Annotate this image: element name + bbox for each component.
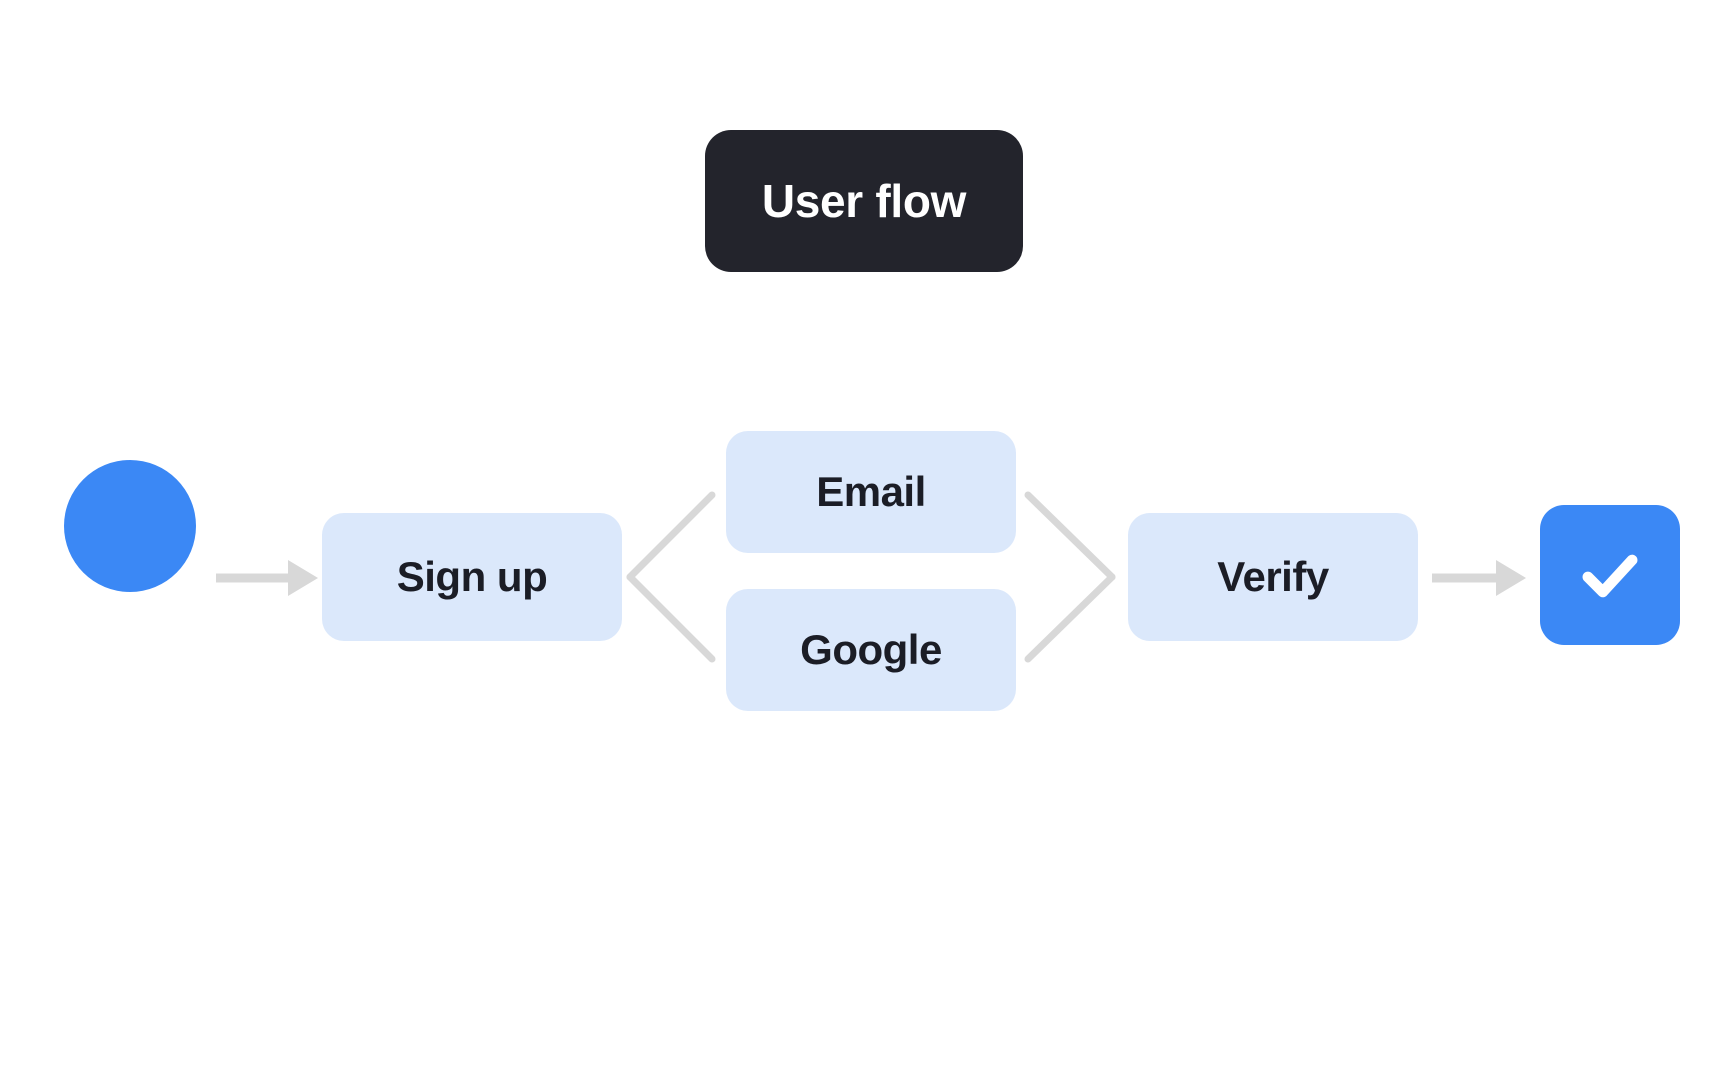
flow-node-signup-label: Sign up — [396, 553, 548, 600]
connector-verify-to-end — [1432, 560, 1526, 596]
connector-start-to-signup — [216, 560, 318, 596]
end-node[interactable] — [1540, 505, 1680, 645]
flow-node-email[interactable]: Email — [726, 431, 1016, 553]
flow-node-google[interactable]: Google — [726, 589, 1016, 711]
connector-merge-to-verify — [1024, 491, 1116, 663]
start-node[interactable] — [64, 460, 196, 592]
flow-node-verify[interactable]: Verify — [1128, 513, 1418, 641]
flow-node-signup[interactable]: Sign up — [322, 513, 622, 641]
title-badge-label: User flow — [761, 175, 967, 227]
check-icon — [1582, 554, 1638, 598]
flow-node-verify-label: Verify — [1217, 553, 1329, 600]
connector-signup-branch — [626, 491, 716, 663]
flow-node-email-label: Email — [816, 468, 926, 515]
title-badge: User flow — [705, 130, 1023, 272]
flow-node-google-label: Google — [800, 626, 942, 673]
